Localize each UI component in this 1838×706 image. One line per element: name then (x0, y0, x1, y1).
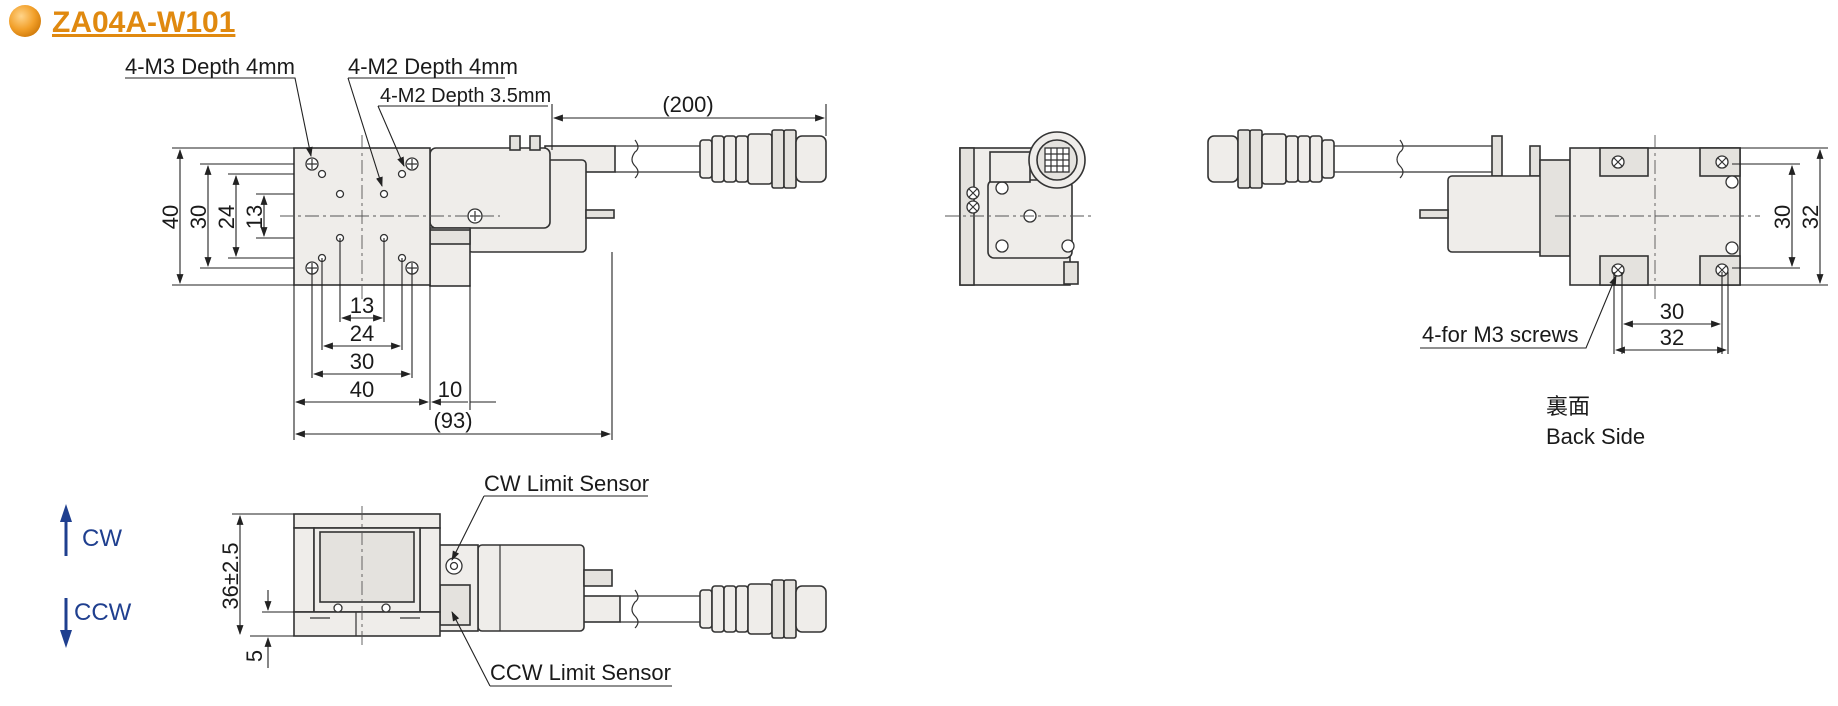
width-dim-13: 13 (350, 293, 374, 318)
overall-length-dim: (93) (433, 408, 472, 433)
m3-tapped-callout: 4-M3 Depth 4mm (125, 54, 295, 79)
back-width-dim-30: 30 (1660, 299, 1684, 324)
back-side-caption-jp: 裏面 (1546, 394, 1590, 419)
base-height-dim: 5 (242, 650, 267, 662)
back-side-caption-en: Back Side (1546, 424, 1645, 449)
height-dim-40: 40 (158, 205, 183, 229)
height-dim-30: 30 (186, 205, 211, 229)
width-dim-10: 10 (438, 377, 462, 402)
title-bullet-icon (9, 5, 41, 37)
top-view (125, 77, 827, 440)
screw-callout: 4-for M3 screws (1422, 322, 1578, 347)
m2-shallow-callout: 4-M2 Depth 3.5mm (380, 85, 551, 107)
width-dim-24: 24 (350, 321, 374, 346)
back-view-labels: 30 32 30 32 4-for M3 screws 裏面 Back Side (1422, 205, 1823, 449)
cw-direction-label: CW (82, 525, 122, 552)
height-dim-13: 13 (242, 205, 267, 229)
side-view-labels: CW CCW 36±2.5 5 CW Limit Sensor CCW Limi… (74, 471, 671, 685)
top-view-labels: 4-M3 Depth 4mm 4-M2 Depth 4mm 4-M2 Depth… (125, 54, 714, 433)
back-height-dim-32: 32 (1798, 205, 1823, 229)
end-view (945, 131, 1095, 286)
back-height-dim-30: 30 (1770, 205, 1795, 229)
back-width-dim-32: 32 (1660, 325, 1684, 350)
back-view (1207, 129, 1828, 354)
height-dim-24: 24 (214, 205, 239, 229)
cable-length-dim: (200) (662, 92, 713, 117)
cw-limit-sensor-label: CW Limit Sensor (484, 471, 649, 496)
page-title: ZA04A-W101 (52, 6, 235, 39)
side-view (60, 495, 827, 687)
ccw-direction-label: CCW (74, 599, 132, 626)
width-dim-30: 30 (350, 349, 374, 374)
ccw-limit-sensor-label: CCW Limit Sensor (490, 660, 671, 685)
stroke-height-dim: 36±2.5 (218, 542, 243, 609)
width-dim-40: 40 (350, 377, 374, 402)
m2-tapped-callout: 4-M2 Depth 4mm (348, 54, 518, 79)
